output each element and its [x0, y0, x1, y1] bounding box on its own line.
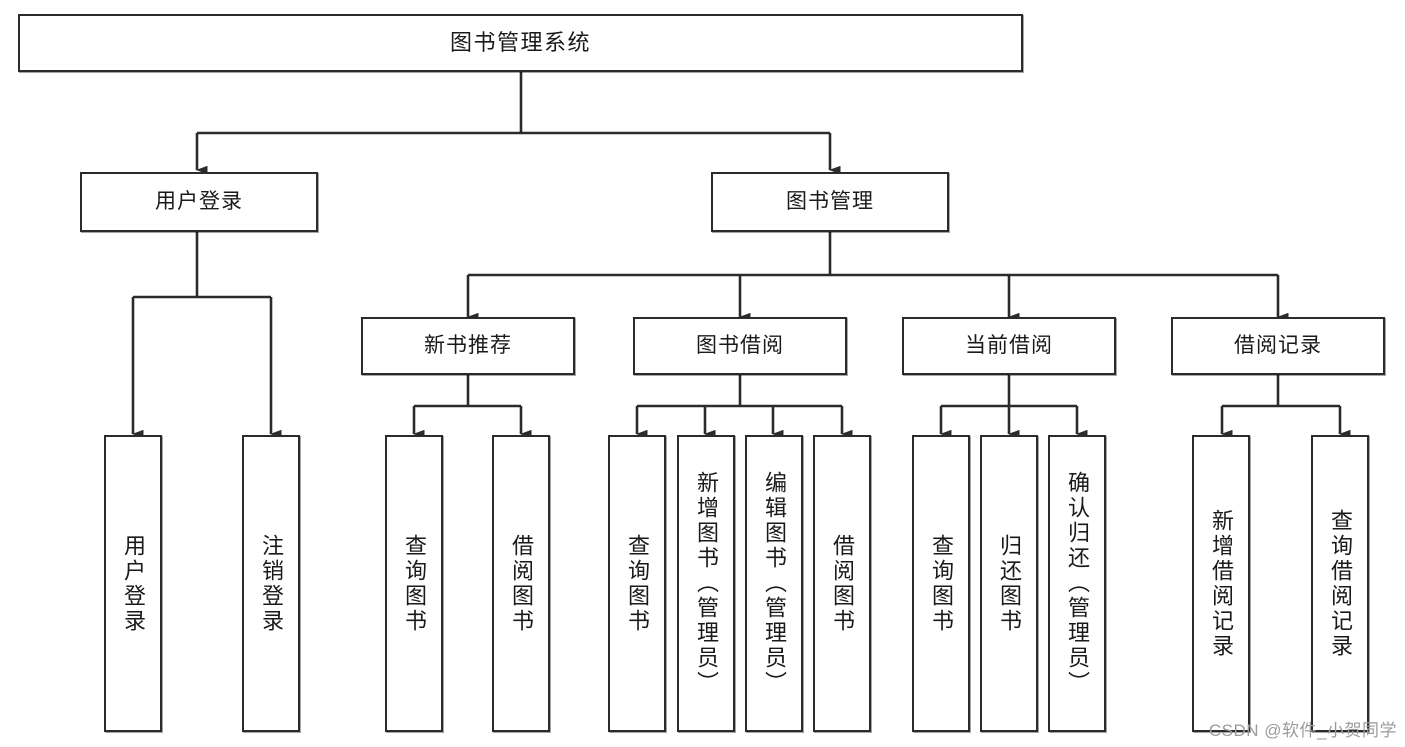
node-leaf-borrow-book-1[interactable]: 借阅图书: [492, 435, 550, 732]
node-label: 当前借阅: [965, 334, 1053, 358]
node-new-book-recommend[interactable]: 新书推荐: [361, 317, 575, 375]
node-leaf-return-book[interactable]: 归还图书: [980, 435, 1038, 732]
node-leaf-query-book-1[interactable]: 查询图书: [385, 435, 443, 732]
node-label: 查询图书: [625, 533, 650, 634]
node-book-manage[interactable]: 图书管理: [711, 172, 949, 232]
node-label: 查询图书: [402, 533, 427, 634]
node-label: 用户登录: [155, 190, 243, 214]
node-user-login[interactable]: 用户登录: [80, 172, 318, 232]
node-leaf-query-book-3[interactable]: 查询图书: [912, 435, 970, 732]
node-label: 图书借阅: [696, 334, 784, 358]
node-label: 用户登录: [121, 533, 146, 634]
node-leaf-user-login[interactable]: 用户登录: [104, 435, 162, 732]
node-leaf-confirm-return[interactable]: 确认归还（管理员）: [1048, 435, 1106, 732]
node-leaf-query-book-2[interactable]: 查询图书: [608, 435, 666, 732]
node-label: 图书管理: [786, 190, 874, 214]
node-borrow-record[interactable]: 借阅记录: [1171, 317, 1385, 375]
node-root-book-management-system[interactable]: 图书管理系统: [18, 14, 1023, 72]
node-label: 查询借阅记录: [1328, 508, 1353, 659]
node-current-borrow[interactable]: 当前借阅: [902, 317, 1116, 375]
node-book-borrow[interactable]: 图书借阅: [633, 317, 847, 375]
node-leaf-borrow-book-2[interactable]: 借阅图书: [813, 435, 871, 732]
node-label: 借阅记录: [1234, 334, 1322, 358]
node-label: 借阅图书: [509, 533, 534, 634]
node-leaf-add-record[interactable]: 新增借阅记录: [1192, 435, 1250, 732]
node-label: 查询图书: [929, 533, 954, 634]
node-leaf-query-record[interactable]: 查询借阅记录: [1311, 435, 1369, 732]
watermark-text: CSDN @软件_小贺同学: [1208, 721, 1397, 740]
node-label: 图书管理系统: [449, 29, 591, 55]
node-label: 新增图书（管理员）: [694, 471, 719, 696]
node-label: 新书推荐: [424, 334, 512, 358]
node-leaf-logout-login[interactable]: 注销登录: [242, 435, 300, 732]
node-label: 注销登录: [259, 533, 284, 634]
node-label: 借阅图书: [830, 533, 855, 634]
node-label: 新增借阅记录: [1209, 508, 1234, 659]
node-label: 归还图书: [997, 533, 1022, 634]
node-leaf-add-book[interactable]: 新增图书（管理员）: [677, 435, 735, 732]
node-leaf-edit-book[interactable]: 编辑图书（管理员）: [745, 435, 803, 732]
node-label: 确认归还（管理员）: [1065, 471, 1090, 696]
node-label: 编辑图书（管理员）: [762, 471, 787, 696]
